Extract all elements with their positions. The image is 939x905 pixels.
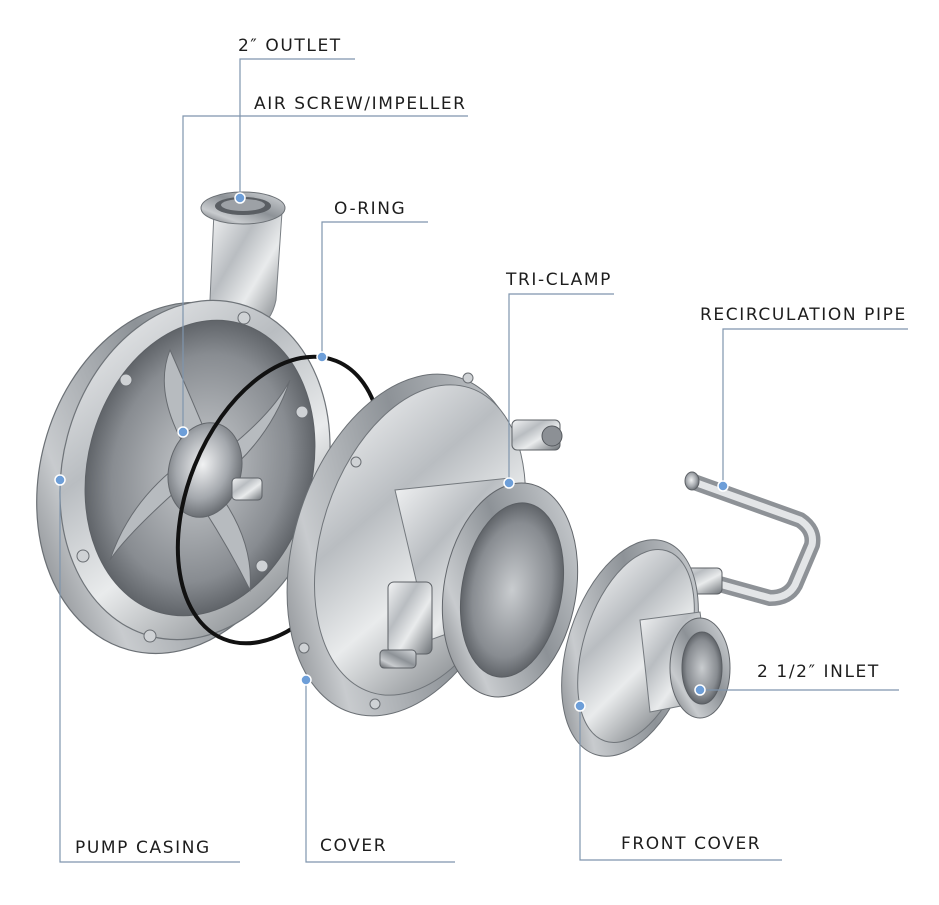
label-pump-casing: PUMP CASING [75, 838, 211, 858]
label-tri-clamp: TRI-CLAMP [506, 270, 613, 290]
label-air-screw-impeller: AIR SCREW/IMPELLER [254, 94, 467, 114]
label-front-cover: FRONT COVER [621, 834, 762, 854]
label-o-ring: O-RING [334, 199, 407, 219]
leader-dots [54, 192, 729, 712]
label-recirculation-pipe: RECIRCULATION PIPE [700, 305, 907, 325]
label-outlet: 2″ OUTLET [238, 36, 342, 56]
label-cover: COVER [320, 836, 388, 856]
front-cover-part [561, 539, 731, 757]
cover-part [286, 372, 579, 717]
label-inlet: 2 1/2″ INLET [757, 662, 880, 682]
leader-lines [59, 58, 908, 863]
